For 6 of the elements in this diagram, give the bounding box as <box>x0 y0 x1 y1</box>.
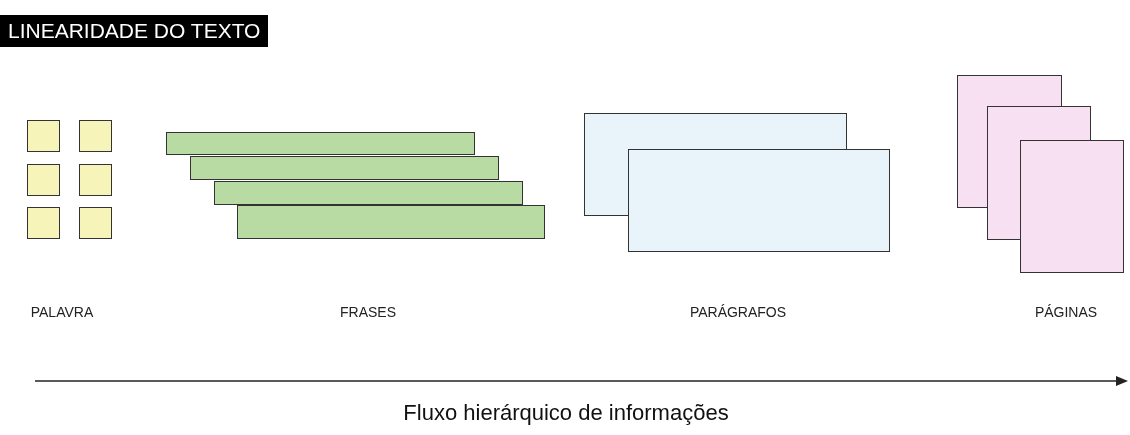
stage-label: PÁGINAS <box>1034 303 1098 322</box>
stage-label: FRASES <box>340 303 396 322</box>
title-banner: LINEARIDADE DO TEXTO <box>0 15 269 47</box>
axis-caption: Fluxo hierárquico de informações <box>403 399 729 427</box>
stage-label: PARÁGRAFOS <box>689 303 787 322</box>
stage-label: PALAVRA <box>30 303 94 322</box>
